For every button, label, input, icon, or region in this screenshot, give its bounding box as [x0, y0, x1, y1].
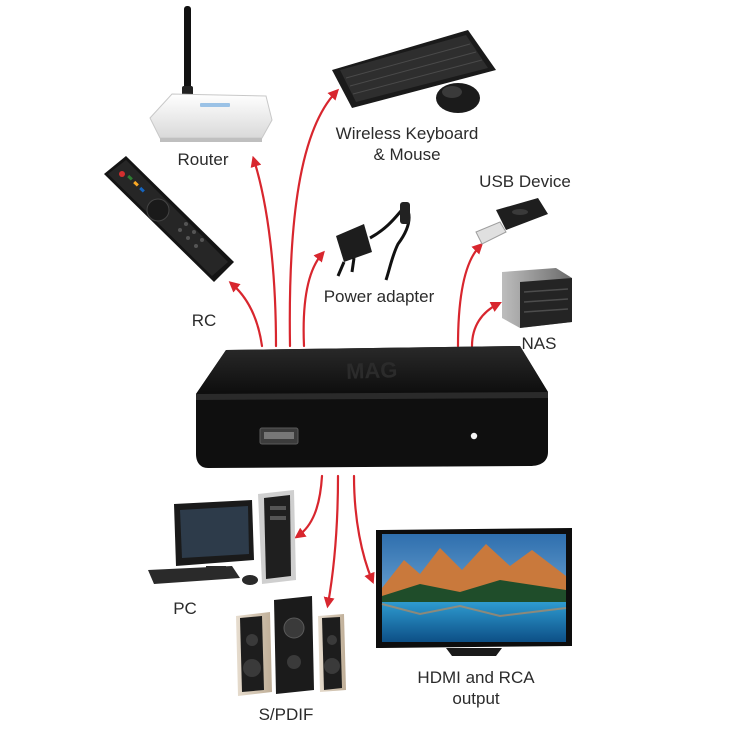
arrow-power: [302, 250, 325, 348]
pc-icon: [148, 490, 296, 585]
power-adapter-icon: [336, 202, 411, 281]
arrow-hdmi: [352, 474, 375, 585]
arrow-router: [250, 155, 278, 348]
usb-stick-icon: [475, 198, 548, 245]
label-spdif: S/PDIF: [258, 705, 314, 724]
arrow-nas: [470, 302, 502, 348]
set-top-box-icon: [196, 346, 548, 468]
label-keyboard: Wireless Keyboard: [335, 124, 479, 143]
label-power-adapter: Power adapter: [323, 287, 435, 306]
arrow-rc: [228, 281, 264, 348]
wifi-router-icon: [149, 6, 273, 142]
label-keyboard-line2: & Mouse: [373, 145, 441, 164]
mouse-icon: [436, 83, 480, 113]
label-hdmi: HDMI and RCA: [417, 668, 535, 687]
brand-logo: MAG: [346, 357, 398, 384]
label-nas: NAS: [521, 334, 557, 353]
connection-arrows: [228, 88, 502, 609]
speakers-icon: [236, 596, 346, 696]
arrow-pc: [294, 474, 324, 539]
arrow-usb: [456, 242, 484, 348]
tv-icon: [376, 528, 572, 656]
remote-control-icon: [104, 156, 234, 282]
arrow-spdif: [323, 474, 340, 609]
label-router: Router: [177, 150, 229, 169]
label-usb-device: USB Device: [479, 172, 571, 191]
label-pc: PC: [173, 599, 197, 618]
label-hdmi-line2: output: [452, 689, 500, 708]
keyboard-icon: [332, 30, 496, 108]
arrow-keyboard: [288, 88, 340, 348]
nas-icon: [502, 268, 572, 328]
label-rc: RC: [191, 311, 217, 330]
